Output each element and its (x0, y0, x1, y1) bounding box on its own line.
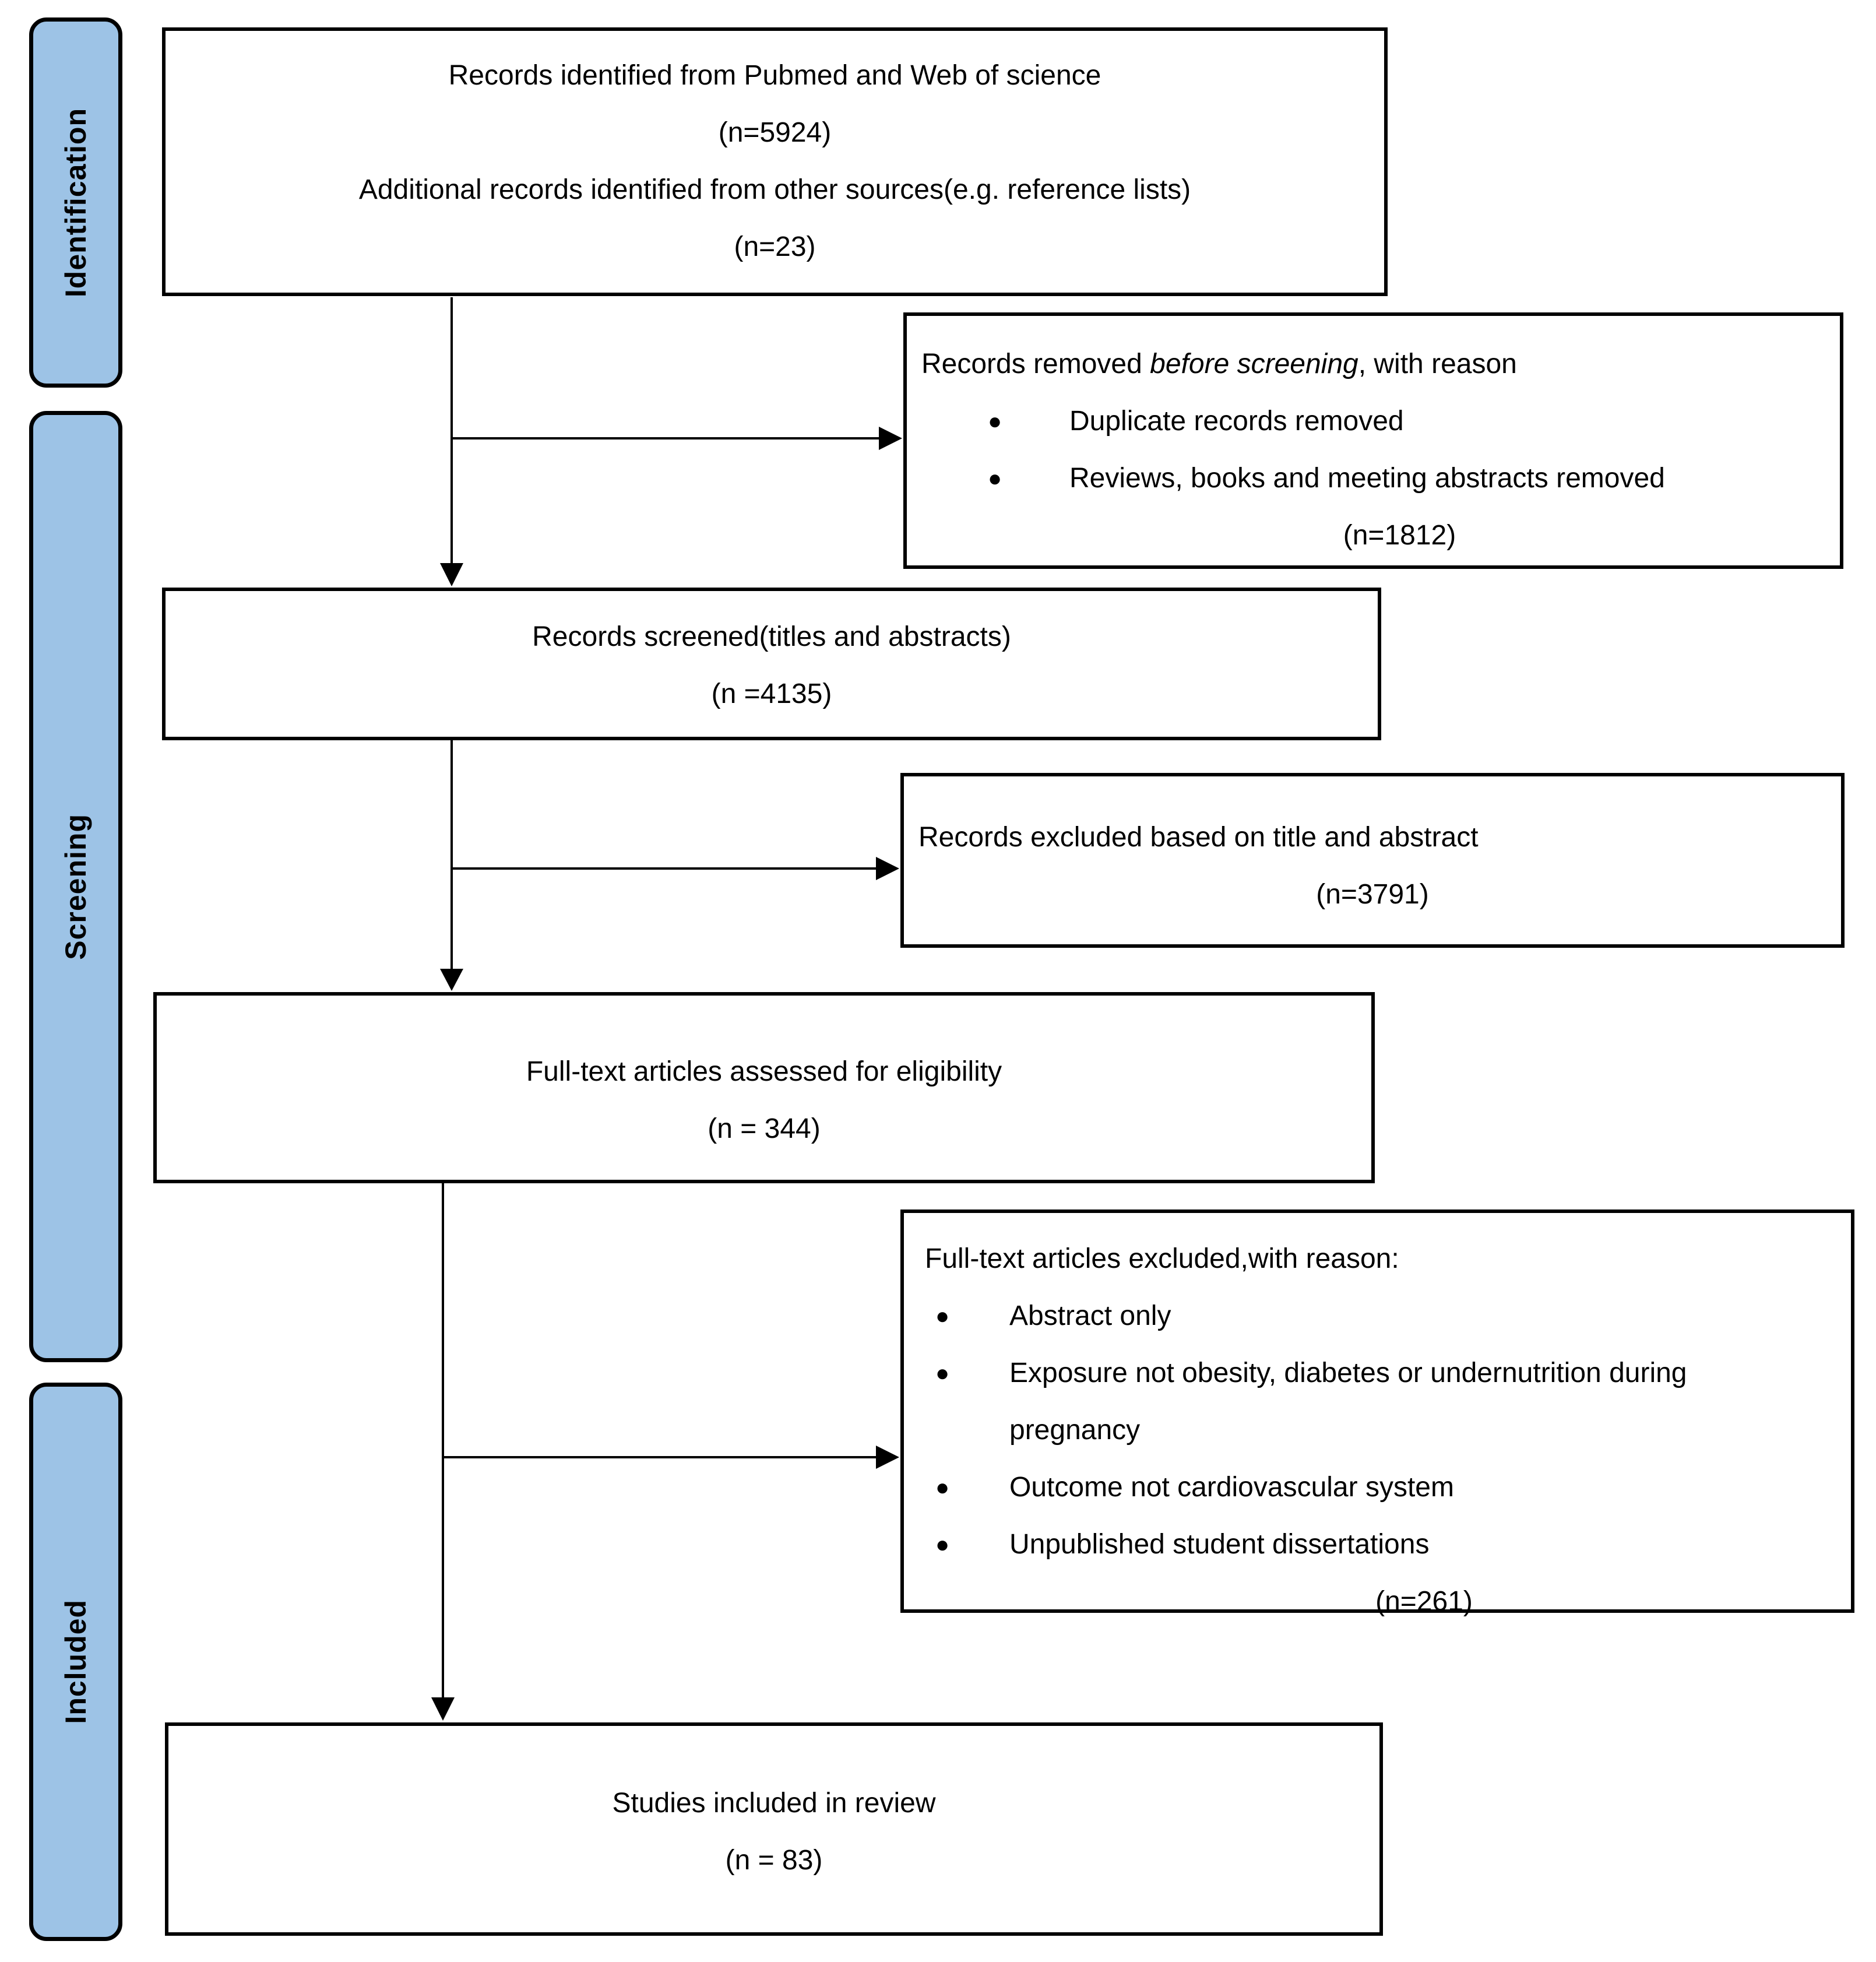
bullet-icon: ● (935, 1360, 950, 1386)
arrowhead-to-fulltext-excluded (876, 1446, 899, 1469)
stage-identification-label: Identification (59, 107, 92, 298)
records-removed-title-italic: before screening (1150, 349, 1358, 379)
bullet-icon: ● (935, 1303, 950, 1329)
arrowhead-screened-to-fulltext (440, 969, 463, 991)
bullet-icon: ● (935, 1475, 950, 1500)
fulltext-excluded-bullet-1: ● Abstract only (904, 1288, 1851, 1345)
box-records-screened: Records screened(titles and abstracts) (… (162, 588, 1381, 740)
records-identified-count2: (n=23) (734, 231, 816, 262)
fulltext-excluded-bullet-4: ● Unpublished student dissertations (904, 1516, 1851, 1573)
records-removed-bullet-1-text: Duplicate records removed (1069, 406, 1404, 437)
records-excluded-title-count: (n=3791) (1316, 879, 1429, 910)
studies-included-count: (n = 83) (725, 1845, 823, 1876)
arrowhead-to-removed (879, 427, 902, 450)
arrowhead-to-excluded-title (876, 857, 899, 880)
fulltext-assessed-count: (n = 344) (708, 1113, 821, 1144)
bullet-icon: ● (935, 1532, 950, 1557)
fulltext-excluded-bullet-3: ● Outcome not cardiovascular system (904, 1459, 1851, 1516)
records-removed-title-pre: Records removed (921, 349, 1150, 379)
bullet-icon: ● (988, 466, 1002, 491)
box-fulltext-assessed: Full-text articles assessed for eligibil… (153, 992, 1375, 1183)
stage-identification: Identification (29, 17, 122, 388)
arrowhead-identified-to-screened (440, 563, 463, 586)
records-identified-line1: Records identified from Pubmed and Web o… (448, 60, 1101, 91)
records-removed-count: (n=1812) (1343, 520, 1456, 551)
records-removed-bullet-2-text: Reviews, books and meeting abstracts rem… (1069, 463, 1665, 494)
bullet-icon: ● (988, 409, 1002, 434)
fulltext-excluded-title: Full-text articles excluded,with reason: (925, 1243, 1399, 1274)
records-identified-count1: (n=5924) (718, 117, 832, 148)
stage-screening-label: Screening (59, 813, 92, 960)
records-identified-line2: Additional records identified from other… (358, 174, 1191, 205)
records-screened-line: Records screened(titles and abstracts) (532, 621, 1011, 652)
studies-included-line: Studies included in review (612, 1788, 936, 1819)
arrowhead-fulltext-to-included (431, 1697, 455, 1721)
fulltext-assessed-line: Full-text articles assessed for eligibil… (526, 1056, 1002, 1087)
box-records-excluded-title: Records excluded based on title and abst… (900, 773, 1845, 948)
fulltext-excluded-bullet-4-text: Unpublished student dissertations (1009, 1529, 1430, 1560)
box-fulltext-excluded: Full-text articles excluded,with reason:… (900, 1209, 1854, 1617)
records-removed-bullet-2: ● Reviews, books and meeting abstracts r… (907, 450, 1840, 507)
box-records-removed: Records removed before screening, with r… (903, 312, 1843, 569)
stage-included: Included (29, 1383, 122, 1941)
records-excluded-title-line: Records excluded based on title and abst… (918, 822, 1479, 853)
fulltext-excluded-bullet-1-text: Abstract only (1009, 1300, 1171, 1331)
fulltext-excluded-count: (n=261) (1375, 1586, 1473, 1617)
stage-screening: Screening (29, 411, 122, 1362)
stage-included-label: Included (59, 1599, 92, 1724)
records-screened-count: (n =4135) (711, 678, 832, 709)
box-studies-included: Studies included in review (n = 83) (165, 1722, 1383, 1936)
records-removed-bullet-1: ● Duplicate records removed (907, 393, 1840, 450)
records-removed-title: Records removed before screening, with r… (907, 336, 1840, 393)
fulltext-excluded-bullet-2: ● Exposure not obesity, diabetes or unde… (904, 1345, 1851, 1459)
fulltext-excluded-bullet-3-text: Outcome not cardiovascular system (1009, 1472, 1454, 1503)
box-records-identified: Records identified from Pubmed and Web o… (162, 27, 1388, 296)
records-removed-title-post: , with reason (1358, 349, 1517, 379)
fulltext-excluded-bullet-2-text: Exposure not obesity, diabetes or undern… (1009, 1358, 1687, 1446)
